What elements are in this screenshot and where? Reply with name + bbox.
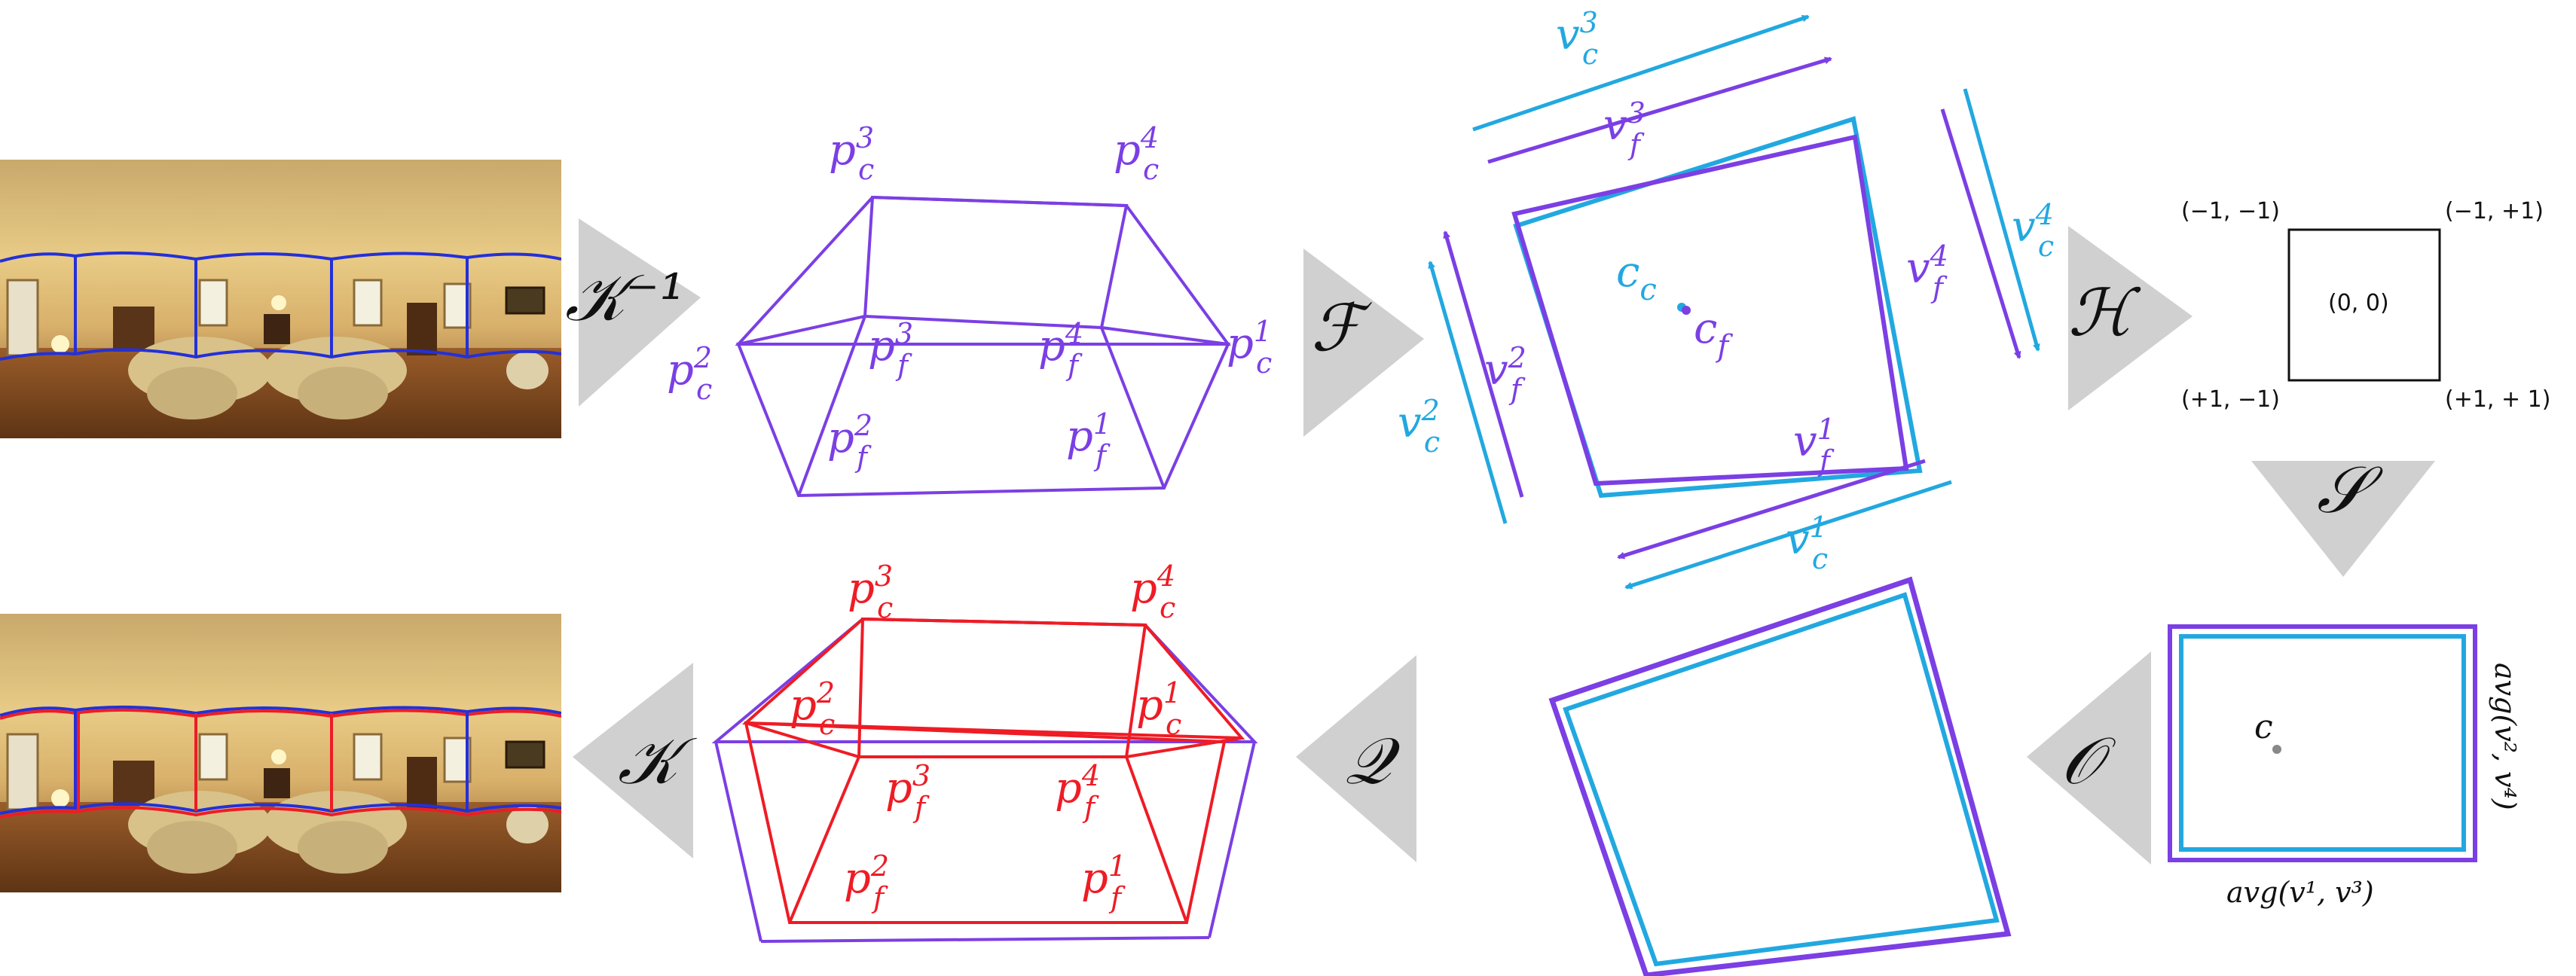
cc-label: cc (1616, 248, 1657, 307)
corner-tr-label: (−1, +1) (2445, 198, 2544, 224)
width-label: avg(v¹, v³) (2226, 876, 2374, 909)
arrow-q: 𝒬 (1296, 655, 1416, 862)
cuboid-bottom-red (741, 617, 1245, 924)
arrow-h: ℋ (2068, 226, 2193, 410)
arrow-k: 𝒦 (573, 663, 697, 859)
cf-label: cf (1694, 304, 1733, 364)
arrow-s: 𝒮 (2251, 453, 2435, 577)
corner-bl-label: (+1, −1) (2181, 386, 2280, 413)
center-point (2272, 745, 2281, 754)
operator-f-label: ℱ (1311, 291, 1372, 366)
operator-h-label: ℋ (2068, 276, 2141, 351)
arrow-k-inv: 𝒦⁻¹ (565, 218, 701, 407)
aligned-rect-panel: c avg(v¹, v³) avg(v², v⁴) (2168, 624, 2522, 909)
unit-square (2287, 228, 2441, 382)
arrow-o: 𝒪 (2027, 651, 2151, 865)
corner-tl-label: (−1, −1) (2181, 198, 2280, 224)
center-label: (0, 0) (2328, 290, 2389, 316)
cuboid-top (735, 195, 1231, 498)
operator-q-label: 𝒬 (1345, 724, 1401, 799)
rotated-rect-panel (1548, 576, 2012, 976)
arrow-f: ℱ (1303, 249, 1424, 437)
cuboid-bottom-purple (711, 617, 1258, 943)
cf-point (1682, 306, 1691, 315)
operator-k-inv-label: 𝒦⁻¹ (565, 261, 686, 336)
top-panorama (0, 160, 561, 438)
height-label: avg(v², v⁴) (2489, 663, 2522, 810)
corner-br-label: (+1, + 1) (2445, 386, 2550, 413)
rect-panel (1428, 14, 2040, 590)
unit-square-panel: (−1, −1) (−1, +1) (0, 0) (+1, −1) (+1, +… (2181, 198, 2550, 413)
bottom-panorama (0, 614, 561, 892)
c-label: c (2254, 708, 2273, 746)
